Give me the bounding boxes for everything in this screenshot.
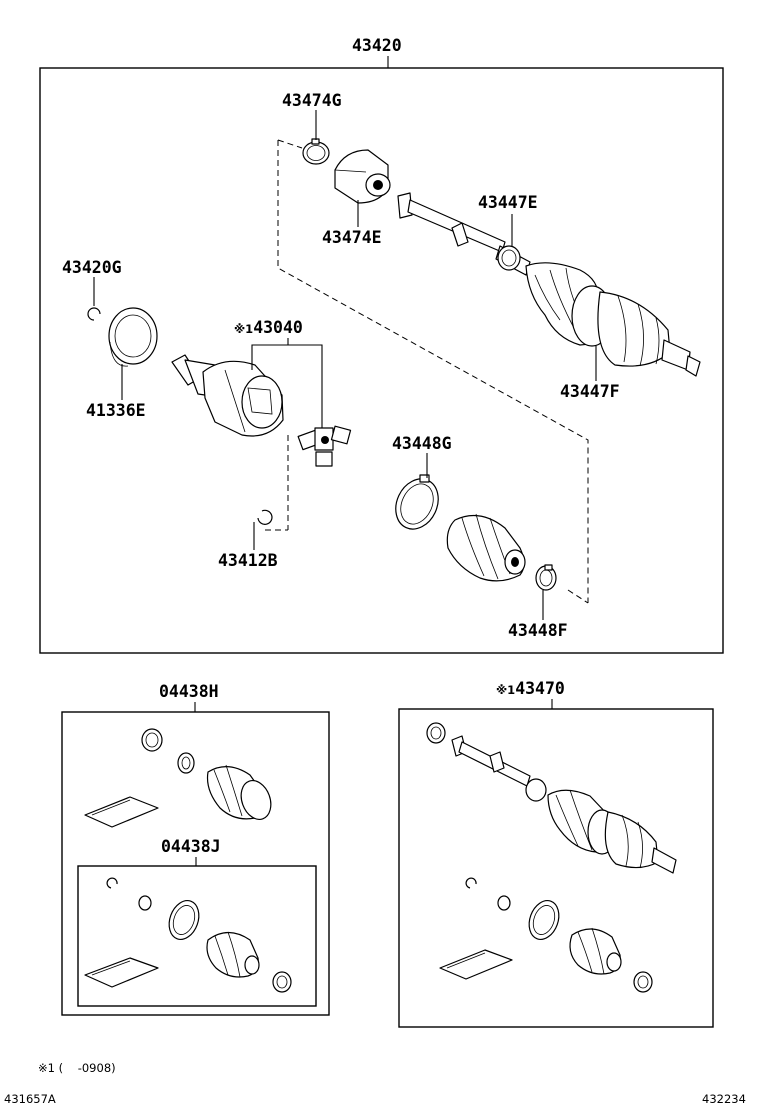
ring-41336e-icon	[108, 307, 158, 367]
label-43412b: 43412B	[218, 551, 278, 570]
label-43040-number: 43040	[253, 318, 303, 337]
note-text: ※1 ( -0908)	[38, 1061, 116, 1075]
label-43474e: 43474E	[322, 228, 382, 247]
assembly-43470-parts-icon	[426, 722, 677, 993]
label-43470: ※143470	[496, 679, 565, 698]
damper-43474e-icon	[334, 149, 391, 204]
label-04438j: 04438J	[161, 837, 221, 856]
assembly-43470-frame	[398, 708, 714, 1028]
label-43470-number: 43470	[515, 679, 565, 698]
footer-left-code: 431657A	[4, 1092, 56, 1106]
dashed-guides	[265, 139, 589, 604]
snap-ring-43412b-icon	[257, 509, 273, 525]
note-mark-43040: ※1	[234, 322, 253, 336]
clamp-43448g-icon	[395, 474, 439, 530]
kit-04438j-parts-icon	[84, 877, 292, 993]
label-43447f: 43447F	[560, 382, 620, 401]
tripod-joint-icon	[297, 425, 352, 467]
inboard-joint-43040-icon	[171, 354, 284, 437]
label-43040: ※143040	[234, 318, 303, 337]
clamp-43474g-icon	[302, 138, 330, 165]
outboard-shaft-icon	[397, 192, 701, 377]
label-43448f: 43448F	[508, 621, 568, 640]
label-43448g: 43448G	[392, 434, 452, 453]
label-43420: 43420	[352, 36, 402, 55]
note-mark-43470: ※1	[496, 683, 515, 697]
clamp-43448f-icon	[535, 564, 557, 591]
label-43447e: 43447E	[478, 193, 538, 212]
boot-icon	[446, 513, 526, 582]
main-assembly-frame	[39, 67, 724, 654]
label-41336e: 41336E	[86, 401, 146, 420]
label-04438h: 04438H	[159, 682, 219, 701]
leader-43040	[251, 344, 323, 428]
kit-04438h-parts-icon	[84, 728, 272, 828]
footer-right-code: 432234	[702, 1092, 746, 1106]
kit-04438j-frame	[77, 865, 317, 1007]
snap-ring-43420g-icon	[87, 307, 101, 321]
label-43420g: 43420G	[62, 258, 122, 277]
label-43474g: 43474G	[282, 91, 342, 110]
